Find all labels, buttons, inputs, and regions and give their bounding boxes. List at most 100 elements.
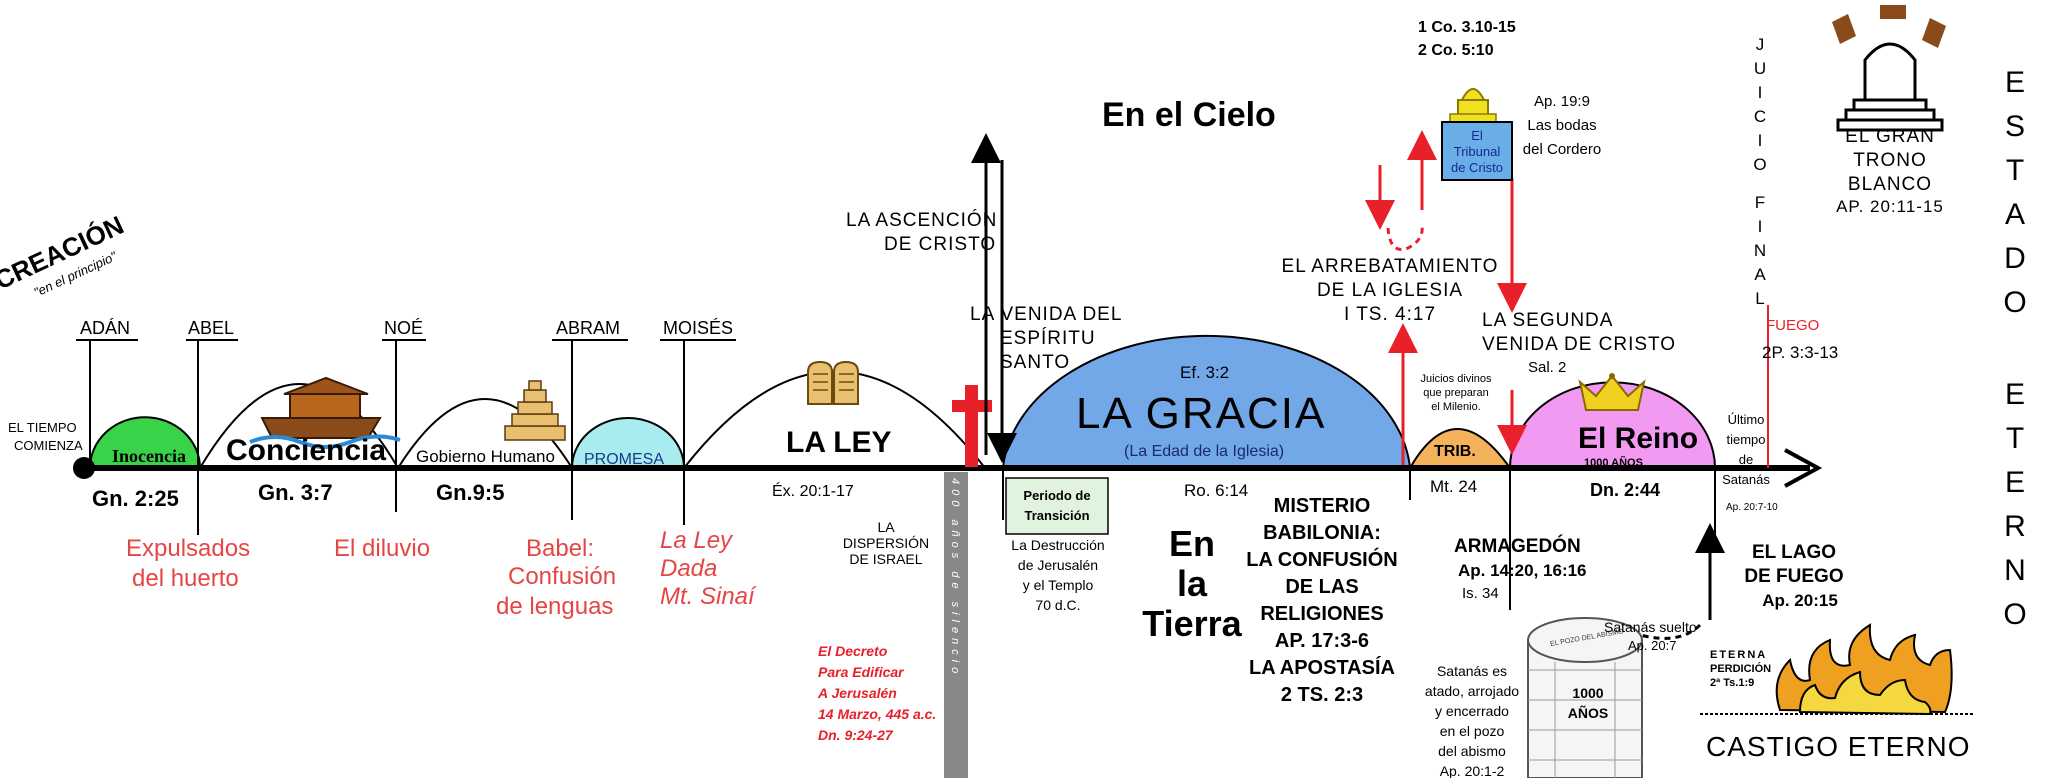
person-adan: ADÁN [80, 318, 130, 338]
gracia-dome [1001, 334, 1412, 469]
pozo-years: 1000 AÑOS [1568, 685, 1608, 721]
timeline-arrowhead [1784, 448, 1823, 488]
person-abram: ABRAM [556, 318, 620, 338]
dispersion-3: DE ISRAEL [849, 551, 922, 567]
misterio-1: MISTERIO [1274, 495, 1371, 517]
tribunal-3: de Cristo [1451, 160, 1503, 175]
periodo-2: Transición [1024, 508, 1089, 523]
destruccion-group: La Destrucción de Jerusalén y el Templo … [1011, 537, 1104, 613]
estado-11: N [2004, 554, 2026, 587]
juicio-final-5: O [1753, 155, 1766, 174]
juicio-final-4: I [1758, 131, 1763, 150]
ref-gn95: Gn.9:5 [436, 480, 504, 505]
lago-group: EL LAGO DE FUEGO Ap. 20:15 [1744, 542, 1843, 610]
eterna-1: ETERNA [1710, 649, 1767, 661]
lago-3: Ap. 20:15 [1762, 591, 1838, 610]
eterna-2: PERDICIÓN [1710, 662, 1771, 675]
juicio-final-11: L [1755, 289, 1764, 308]
misterio-6: AP. 17:3-6 [1275, 630, 1369, 652]
tribunal-2: Tribunal [1454, 144, 1501, 159]
decreto-4: 14 Marzo, 445 a.c. [818, 706, 936, 722]
ref-ap2071: Ap. 20:7-10 [1726, 502, 1778, 513]
gran-trono-3: BLANCO [1848, 174, 1932, 195]
estado-4: D [2004, 242, 2026, 275]
segunda-venida-2: VENIDA DE CRISTO [1482, 334, 1676, 355]
armagedon-2: Ap. 14:20, 16:16 [1458, 561, 1587, 580]
misterio-5: RELIGIONES [1260, 603, 1383, 625]
tierra-2: la [1177, 563, 1208, 604]
fuego-ref: 2P. 3:3-13 [1762, 343, 1838, 362]
ultimo-1: Último [1728, 412, 1765, 427]
satanas-atado-3: y encerrado [1435, 703, 1509, 719]
divider-lines [1002, 468, 1716, 610]
decreto-group: El Decreto Para Edificar A Jerusalén 14 … [817, 643, 936, 743]
fuego-label: FUEGO [1766, 317, 1819, 334]
venida-espiritu-1: LA VENIDA DEL [970, 304, 1122, 325]
ley-dada-1: La Ley [660, 527, 734, 554]
periodo-box [1005, 477, 1109, 535]
babel-1: Babel: [526, 535, 594, 562]
ref-mt24: Mt. 24 [1430, 477, 1477, 496]
tribunal-icon [1441, 88, 1513, 181]
tiempo-comienza-2: COMIENZA [14, 438, 83, 453]
ley-label: LA LEY [786, 426, 892, 459]
venida-espiritu-3: SANTO [1000, 352, 1070, 373]
estado-1: S [2005, 110, 2025, 143]
juicios-2: que preparan [1423, 387, 1488, 399]
decreto-3: A Jerusalén [817, 685, 897, 701]
gracia-label: LA GRACIA [1076, 389, 1326, 438]
destruccion-3: y el Templo [1023, 577, 1094, 593]
tierra-group: En la Tierra [1142, 523, 1242, 644]
arrebatamiento-2: DE LA IGLESIA [1317, 280, 1463, 301]
juicio-final-group: J U I C I O F I N A L [1753, 35, 1766, 308]
satanas-atado-group: Satanás es atado, arrojado y encerrado e… [1425, 663, 1519, 778]
satanas-suelto-dashed [1639, 623, 1702, 640]
gobierno-label: Gobierno Humano [416, 447, 555, 466]
person-moises: MOISÉS [663, 318, 733, 338]
ley-dada-3: Mt. Sinaí [660, 583, 757, 610]
estado-10: R [2004, 510, 2026, 543]
decreto-5: Dn. 9:24-27 [818, 727, 894, 743]
estado-7: E [2005, 378, 2025, 411]
estado-9: E [2005, 466, 2025, 499]
corintios-2: 2 Co. 5:10 [1418, 42, 1494, 59]
bodas-1: Ap. 19:9 [1534, 93, 1590, 110]
inocencia-label: Inocencia [112, 446, 186, 466]
destruccion-1: La Destrucción [1011, 537, 1104, 553]
venida-espiritu-group: LA VENIDA DEL ESPÍRITU SANTO [970, 304, 1122, 373]
venida-espiritu-2: ESPÍRITU [1000, 328, 1096, 349]
inocencia-dome [88, 416, 202, 469]
reino-sub: 1000 AÑOS [1584, 456, 1643, 469]
ref-ro614: Ro. 6:14 [1184, 481, 1248, 500]
gracia-ref: Ef. 3:2 [1180, 363, 1229, 382]
ascension-group: LA ASCENCIÓN DE CRISTO [846, 209, 996, 255]
dispersion-1: LA [877, 519, 895, 535]
juicio-final-10: A [1754, 265, 1766, 284]
misterio-2: BABILONIA: [1263, 522, 1381, 544]
arrebatamiento-1: EL ARREBATAMIENTO [1282, 256, 1499, 277]
rapture-dashed-u [1386, 224, 1424, 251]
silencio-bar [944, 472, 968, 778]
estado-group: E S T A D O E T E R N O [2003, 66, 2026, 631]
ref-gn37: Gn. 3:7 [258, 480, 333, 505]
cielo-label: En el Cielo [1102, 96, 1276, 134]
satanas-atado-1: Satanás es [1437, 663, 1507, 679]
satanas-suelto-2: Ap. 20:7 [1628, 638, 1676, 653]
person-abel: ABEL [188, 318, 234, 338]
trib-dome [1408, 428, 1512, 469]
conciencia-label: Conciencia [226, 434, 386, 467]
destruccion-2: de Jerusalén [1018, 557, 1098, 573]
misterio-group: MISTERIO BABILONIA: LA CONFUSIÓN DE LAS … [1246, 495, 1397, 706]
promesa-label: PROMESA [584, 451, 664, 468]
estado-3: A [2005, 198, 2025, 231]
ultimo-2: tiempo [1726, 432, 1765, 447]
ark-icon [249, 376, 401, 449]
juicios-group: Juicios divinos que preparan el Milenio. [1421, 373, 1492, 413]
trib-label: TRIB. [1434, 443, 1476, 460]
misterio-7: LA APOSTASÍA [1249, 656, 1395, 679]
gran-trono-group: EL GRAN TRONO BLANCO AP. 20:11-15 [1836, 126, 1943, 216]
satanas-atado-2: atado, arrojado [1425, 683, 1519, 699]
dispersion-2: DISPERSIÓN [843, 535, 929, 551]
